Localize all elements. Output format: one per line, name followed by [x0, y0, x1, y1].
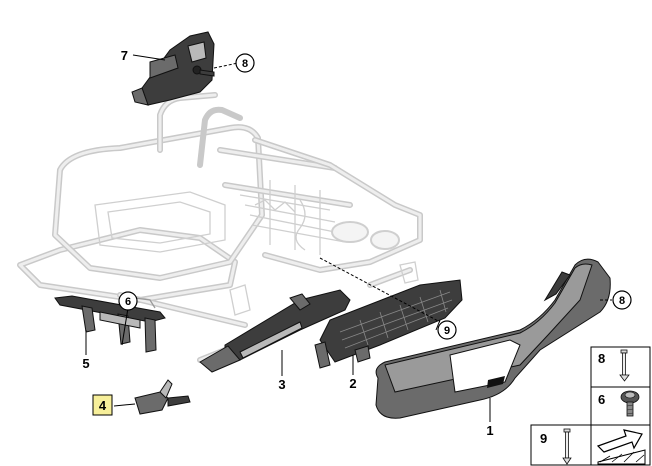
- part-2-panel: [314, 279, 463, 369]
- leader-lines: [85, 54, 491, 422]
- callout-7: 7: [121, 48, 128, 63]
- callout-4: 4: [92, 394, 113, 416]
- screw-icon: [620, 390, 640, 417]
- svg-text:6: 6: [598, 392, 605, 407]
- part-5-bracket: [54, 295, 166, 353]
- legend-row-9: 9: [540, 428, 572, 465]
- svg-text:8: 8: [598, 351, 605, 366]
- callout-3: 3: [278, 377, 285, 392]
- svg-text:8: 8: [242, 58, 248, 70]
- svg-text:2: 2: [349, 376, 356, 391]
- callout-1: 1: [486, 423, 493, 438]
- pin-icon: [562, 428, 572, 465]
- part-3-trim: [199, 289, 351, 373]
- svg-text:9: 9: [540, 431, 547, 446]
- svg-text:3: 3: [278, 377, 285, 392]
- part-7-bracket: [131, 31, 215, 106]
- svg-text:7: 7: [121, 48, 128, 63]
- svg-text:6: 6: [125, 296, 131, 308]
- part-4-clip: [134, 379, 191, 415]
- small-parts-legend: 8 6 9: [530, 346, 651, 466]
- svg-text:8: 8: [619, 295, 625, 307]
- callout-9: 9: [437, 320, 457, 340]
- svg-text:9: 9: [444, 325, 450, 337]
- callout-8-top: 8: [235, 53, 255, 73]
- part-1-cover: [375, 258, 611, 419]
- guide-line-8-top: [213, 62, 239, 69]
- svg-text:1: 1: [486, 423, 493, 438]
- svg-text:5: 5: [82, 356, 89, 371]
- callout-5: 5: [82, 356, 89, 371]
- bolt-icon: [619, 349, 630, 382]
- svg-text:4: 4: [99, 398, 107, 413]
- callout-8-right: 8: [612, 290, 632, 310]
- callout-2: 2: [349, 376, 356, 391]
- mounting-direction-arrow-icon: [596, 429, 646, 465]
- callout-6: 6: [118, 291, 138, 311]
- legend-row-6: 6: [598, 390, 640, 417]
- legend-row-8: 8: [598, 349, 630, 382]
- guide-line-9: [319, 257, 441, 323]
